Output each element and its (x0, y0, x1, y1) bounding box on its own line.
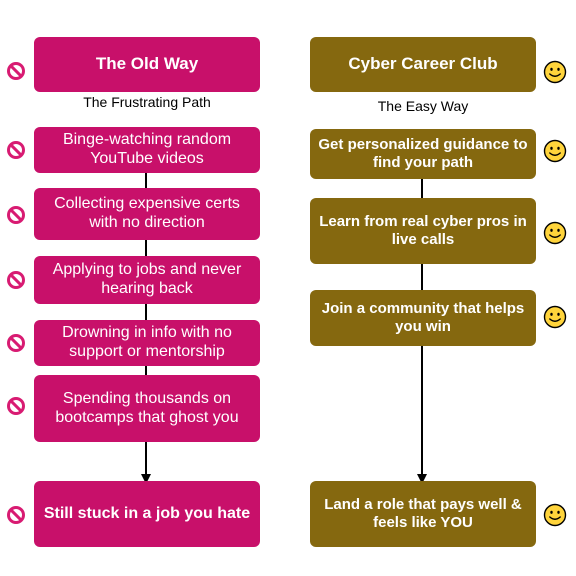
smiley-face-icon (543, 503, 567, 527)
old-way-header-label: The Old Way (95, 54, 199, 74)
no-entry-icon (7, 334, 25, 352)
old-way-step-2-label: Collecting expensive certs with no direc… (54, 195, 240, 231)
cyber-club-outcome-label: Land a role that pays well & feels like … (324, 496, 522, 531)
old-way-header: The Old Way (34, 37, 260, 92)
cyber-club-outcome: Land a role that pays well & feels like … (310, 481, 536, 547)
old-way-step-1: Binge-watching random YouTube videos (34, 127, 260, 173)
old-way-step-1-label: Binge-watching random YouTube videos (62, 131, 232, 167)
cyber-club-step-2: Learn from real cyber pros in live calls (310, 198, 536, 264)
old-way-step-2: Collecting expensive certs with no direc… (34, 188, 260, 240)
cyber-club-step-1: Get personalized guidance to find your p… (310, 129, 536, 179)
cyber-club-step-3-label: Join a community that helps you win (321, 300, 525, 335)
old-way-step-3-label: Applying to jobs and never hearing back (52, 261, 242, 297)
no-entry-icon (7, 506, 25, 524)
old-way-outcome: Still stuck in a job you hate (34, 481, 260, 547)
cyber-club-header: Cyber Career Club (310, 37, 536, 92)
no-entry-icon (7, 206, 25, 224)
cyber-club-header-label: Cyber Career Club (348, 54, 498, 74)
old-way-outcome-label: Still stuck in a job you hate (43, 504, 251, 522)
smiley-face-icon (543, 305, 567, 329)
no-entry-icon (7, 397, 25, 415)
no-entry-icon (7, 62, 25, 80)
old-way-subtitle: The Frustrating Path (83, 94, 211, 110)
cyber-club-step-1-label: Get personalized guidance to find your p… (318, 136, 528, 171)
cyber-club-subtitle: The Easy Way (377, 98, 469, 114)
smiley-face-icon (543, 139, 567, 163)
smiley-face-icon (543, 60, 567, 84)
old-way-step-5: Spending thousands on bootcamps that gho… (34, 375, 260, 442)
cyber-club-step-2-label: Learn from real cyber pros in live calls (319, 213, 527, 248)
no-entry-icon (7, 141, 25, 159)
no-entry-icon (7, 271, 25, 289)
old-way-step-4: Drowning in info with no support or ment… (34, 320, 260, 366)
old-way-step-4-label: Drowning in info with no support or ment… (62, 324, 232, 360)
smiley-face-icon (543, 221, 567, 245)
cyber-club-step-3: Join a community that helps you win (310, 290, 536, 346)
old-way-step-5-label: Spending thousands on bootcamps that gho… (55, 389, 239, 426)
old-way-step-3: Applying to jobs and never hearing back (34, 256, 260, 304)
